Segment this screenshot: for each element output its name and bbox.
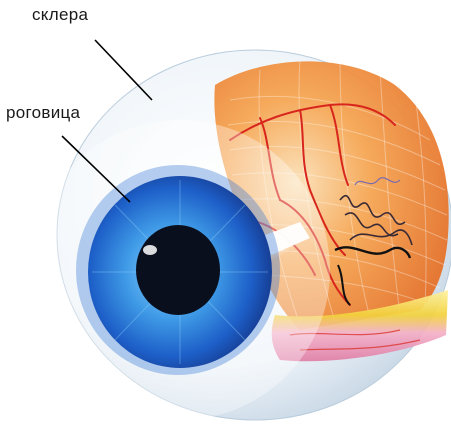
sclera-label: склера (32, 5, 88, 25)
pupil-highlight (143, 245, 157, 255)
sclera-pointer-line (95, 40, 152, 100)
cornea-label: роговица (6, 103, 80, 123)
pupil (136, 225, 220, 315)
